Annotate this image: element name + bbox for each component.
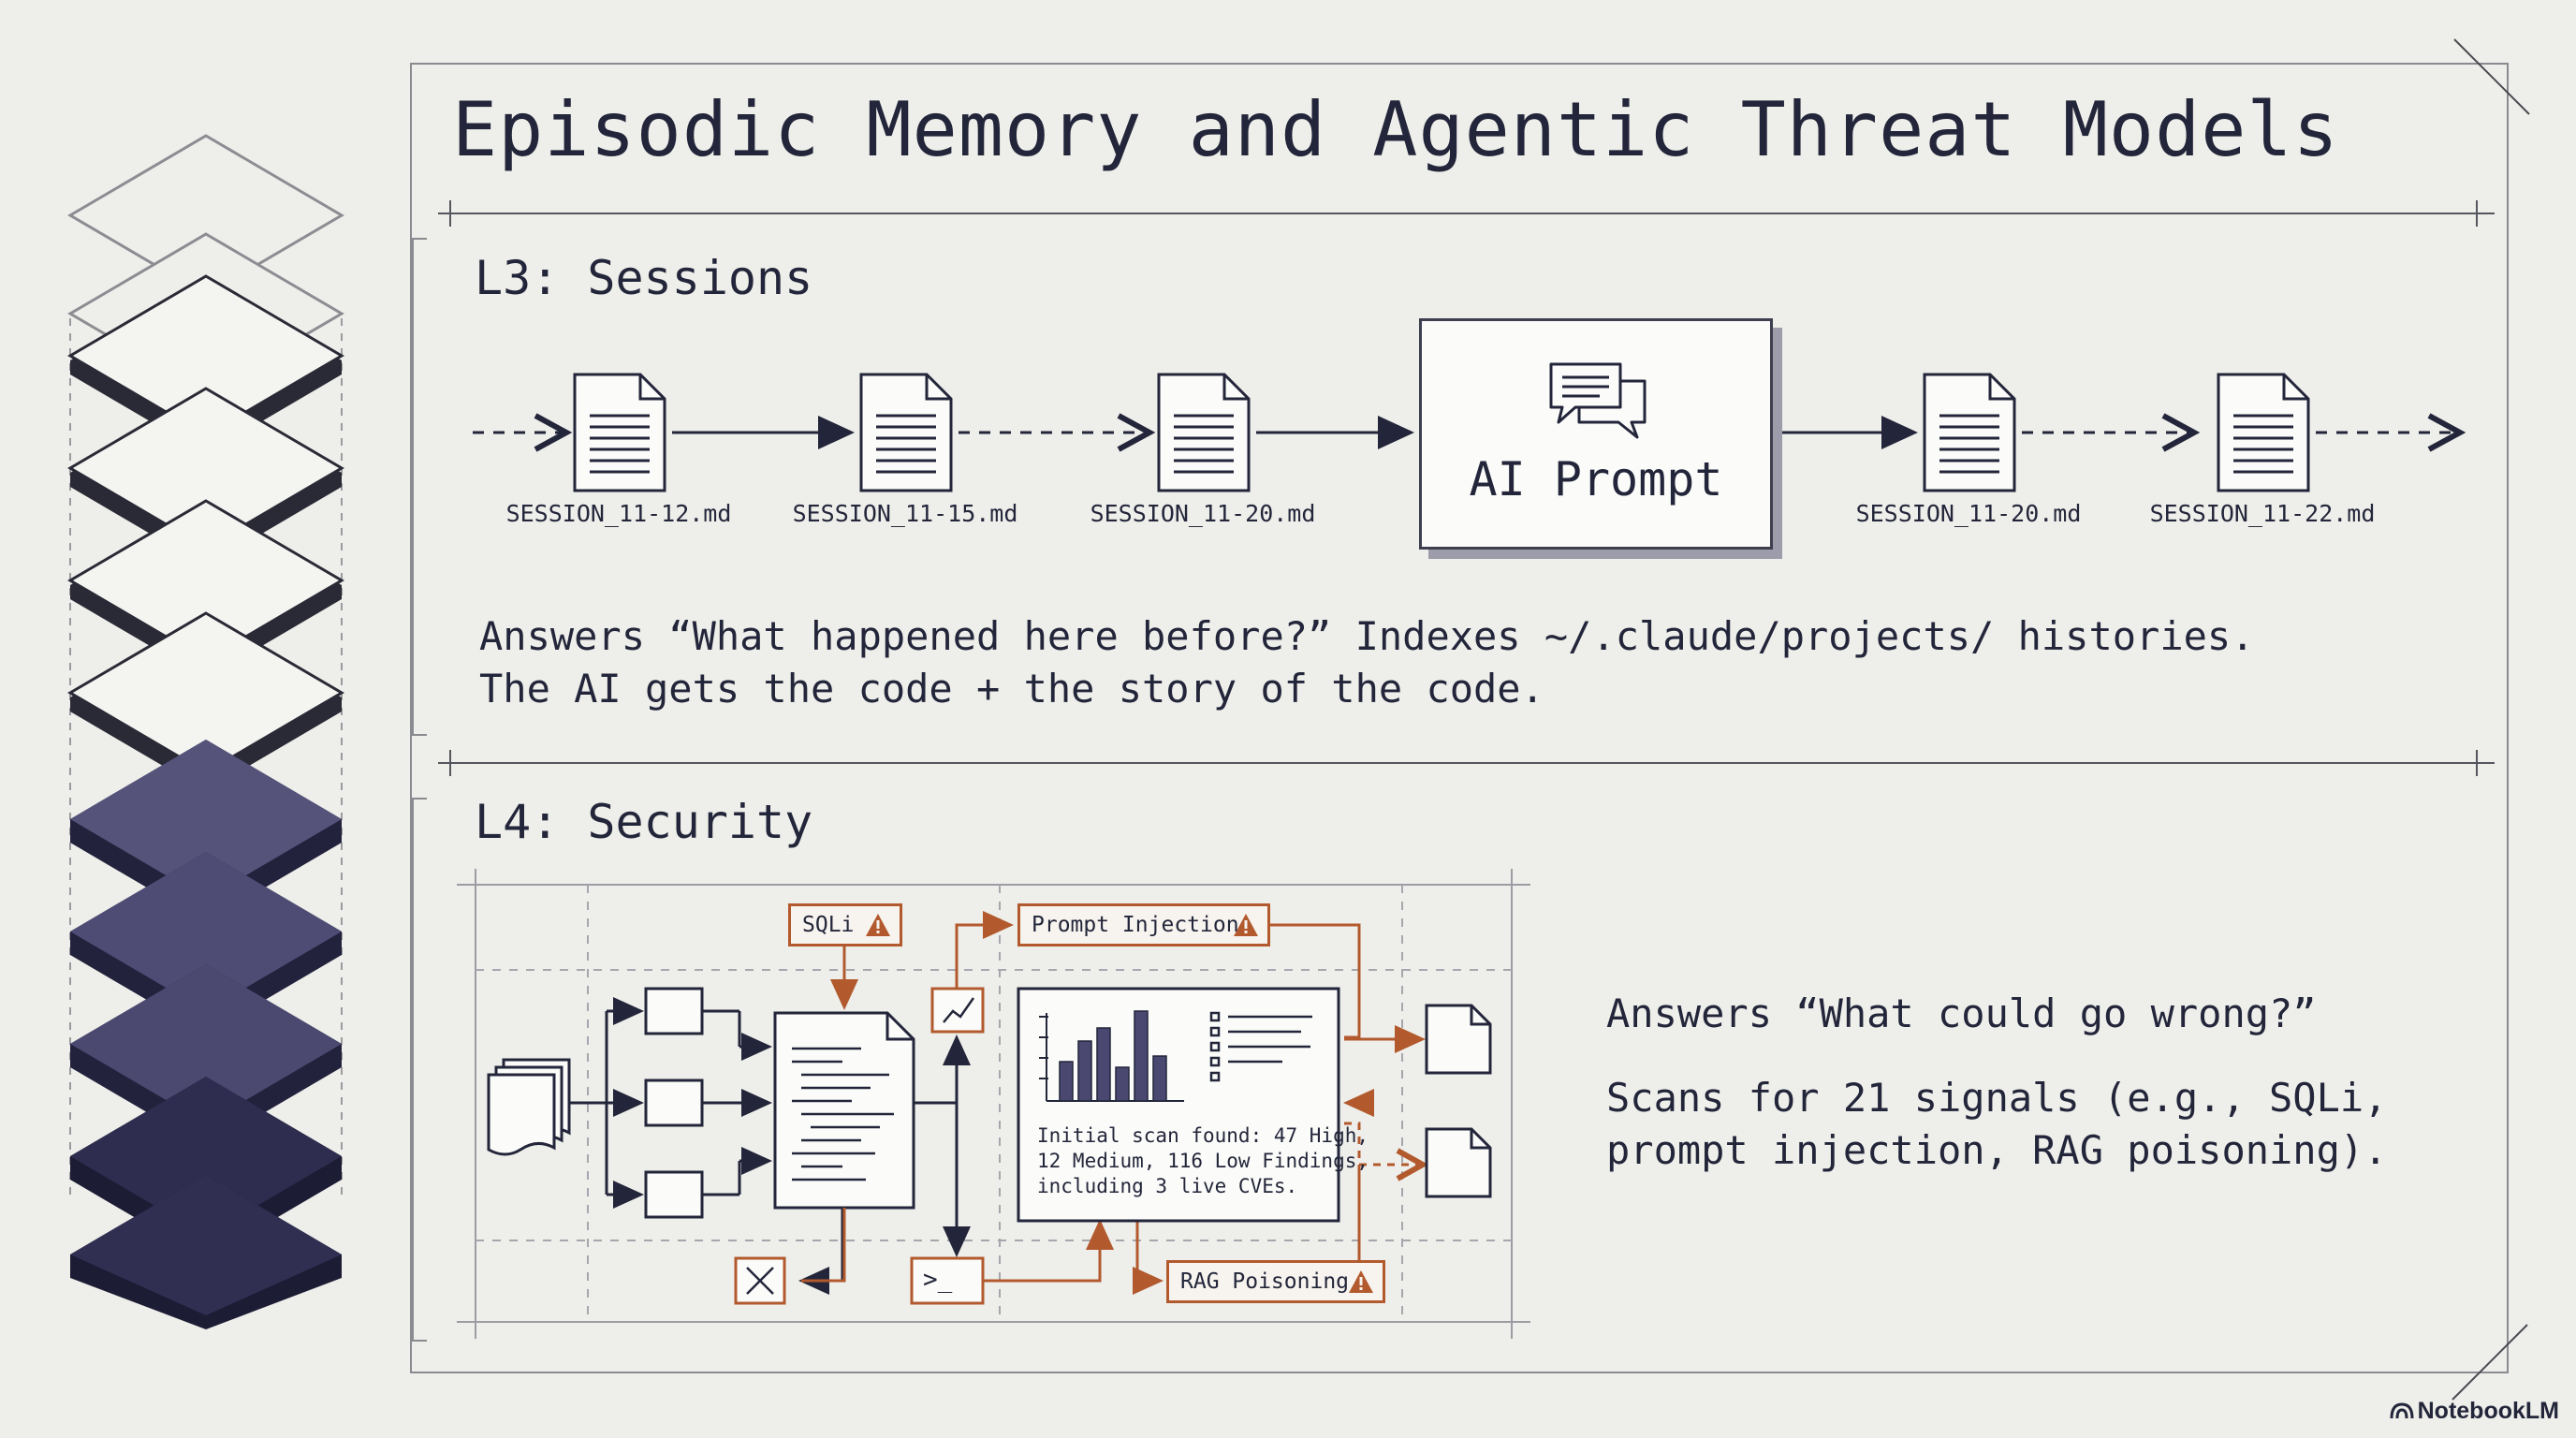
l4-description-line1: Scans for 21 signals (e.g., SQLi, [1606, 1075, 2388, 1121]
notebooklm-watermark: NotebookLM [2390, 1398, 2559, 1425]
scan-report-line: 12 Medium, 116 Low Findings, [1037, 1150, 1369, 1172]
layer-dark-1 [70, 740, 342, 922]
terminal-icon [910, 1256, 985, 1305]
page-title: Episodic Memory and Agentic Threat Model… [452, 86, 2339, 173]
process-box [644, 1078, 704, 1127]
scan-bar [1077, 1040, 1092, 1102]
scan-report-line: including 3 live CVEs. [1037, 1175, 1298, 1197]
layer-light-3 [67, 499, 344, 679]
scan-bar [1115, 1066, 1130, 1102]
scan-bar [1096, 1027, 1111, 1102]
scan-report-text: Initial scan found: 47 High, 12 Medium, … [1037, 1123, 1368, 1199]
session-timeline [473, 373, 2466, 492]
output-doc-icon [1425, 1127, 1492, 1198]
sqli-tag: SQLi [788, 903, 902, 946]
process-box [644, 1170, 704, 1219]
session-label: SESSION_11-15.md [792, 500, 1018, 527]
session-label: SESSION_11-12.md [505, 500, 732, 527]
session-label: SESSION_11-20.md [1090, 500, 1316, 527]
layer-stack [67, 134, 344, 1329]
warning-icon [1234, 914, 1258, 936]
warning-icon [866, 914, 890, 936]
document-stack-icon [487, 1058, 571, 1156]
layer-dark-5 [70, 1175, 342, 1329]
output-doc-icon [1425, 1004, 1492, 1075]
terminal-glyph: >_ [923, 1266, 953, 1294]
branding-label: NotebookLM [2417, 1398, 2559, 1424]
scan-report-line: Initial scan found: 47 High, [1037, 1124, 1369, 1147]
trend-chart-icon [930, 987, 985, 1034]
l4-heading: L4: Security [475, 795, 813, 849]
scan-bar [1059, 1061, 1074, 1102]
code-document-icon [773, 1011, 915, 1210]
ai-prompt-label: AI Prompt [1469, 452, 1723, 506]
sqli-label: SQLi [802, 913, 855, 937]
scan-bar [1134, 1010, 1149, 1102]
session-label: SESSION_11-20.md [1855, 500, 2082, 527]
rag-poisoning-label: RAG Poisoning [1180, 1269, 1350, 1294]
layer-dark-3 [70, 964, 342, 1147]
notebooklm-logo-icon [2390, 1402, 2414, 1419]
ai-prompt-box: AI Prompt [1419, 318, 1773, 550]
chat-bubbles-icon [1549, 362, 1647, 439]
prompt-injection-label: Prompt Injection [1032, 913, 1239, 937]
main-frame [410, 63, 2509, 1373]
scan-report-panel [1017, 987, 1340, 1223]
l4-description-line2: prompt injection, RAG poisoning). [1606, 1127, 2388, 1173]
warning-icon [1349, 1270, 1373, 1293]
l3-description-line1: Answers “What happened here before?” Ind… [479, 613, 2255, 659]
blocked-icon [734, 1256, 786, 1305]
layer-dark-4 [70, 1077, 342, 1259]
process-box [644, 987, 704, 1035]
layer-light-1 [67, 274, 344, 454]
session-label: SESSION_11-22.md [2149, 500, 2376, 527]
l3-description-line2: The AI gets the code + the story of the … [479, 666, 1544, 712]
rag-poisoning-tag: RAG Poisoning [1166, 1260, 1385, 1303]
layer-light-4 [67, 611, 344, 791]
l4-question: Answers “What could go wrong?” [1606, 990, 2317, 1036]
scan-bar [1152, 1055, 1167, 1102]
l3-heading: L3: Sessions [475, 251, 813, 305]
layer-dark-2 [70, 852, 342, 1034]
prompt-injection-tag: Prompt Injection [1017, 903, 1270, 946]
